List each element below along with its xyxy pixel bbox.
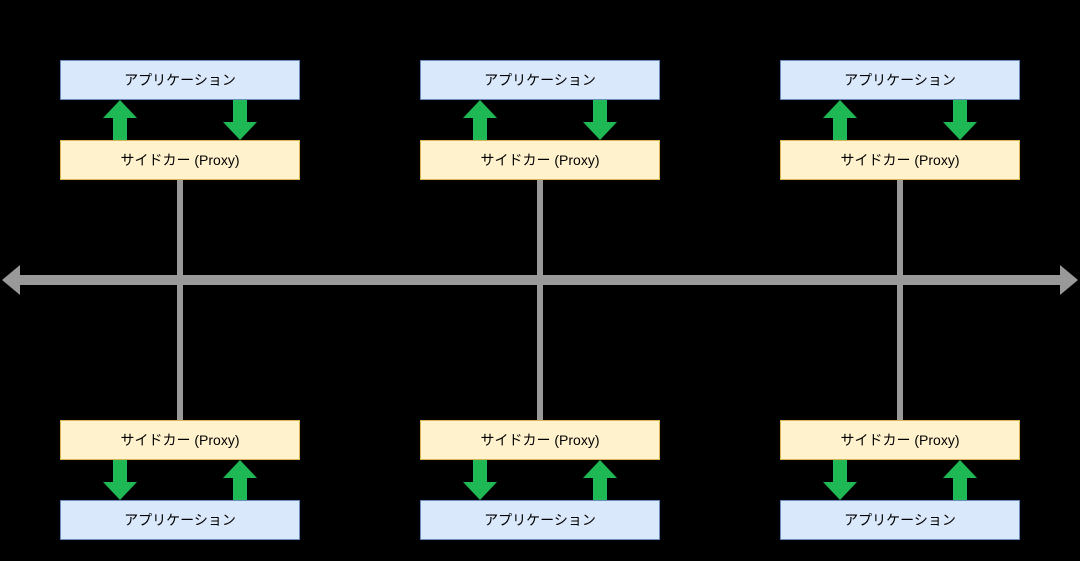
application-box: アプリケーション xyxy=(60,60,300,100)
application-box: アプリケーション xyxy=(60,500,300,540)
sidecar-bus-connector xyxy=(897,180,903,420)
service-cluster: アプリケーション サイドカー (Proxy) xyxy=(420,60,660,180)
service-cluster: サイドカー (Proxy) アプリケーション xyxy=(60,420,300,540)
sidecar-proxy-box: サイドカー (Proxy) xyxy=(780,420,1020,460)
service-cluster: アプリケーション サイドカー (Proxy) xyxy=(780,60,1020,180)
down-arrow-icon xyxy=(223,100,257,140)
sidecar-proxy-box: サイドカー (Proxy) xyxy=(420,140,660,180)
down-arrow-icon xyxy=(103,460,137,500)
service-cluster: アプリケーション サイドカー (Proxy) xyxy=(60,60,300,180)
sidecar-proxy-box: サイドカー (Proxy) xyxy=(60,420,300,460)
bus-arrowhead-right-icon xyxy=(1060,265,1078,295)
up-arrow-icon xyxy=(823,100,857,140)
up-arrow-icon xyxy=(463,100,497,140)
sidecar-bus-connector xyxy=(177,180,183,420)
application-box: アプリケーション xyxy=(780,60,1020,100)
application-box: アプリケーション xyxy=(780,500,1020,540)
up-arrow-icon xyxy=(583,460,617,500)
sidecar-proxy-box: サイドカー (Proxy) xyxy=(420,420,660,460)
service-cluster: サイドカー (Proxy) アプリケーション xyxy=(780,420,1020,540)
up-arrow-icon xyxy=(943,460,977,500)
application-box: アプリケーション xyxy=(420,60,660,100)
sidecar-proxy-box: サイドカー (Proxy) xyxy=(60,140,300,180)
sidecar-bus-connector xyxy=(537,180,543,420)
up-arrow-icon xyxy=(223,460,257,500)
up-arrow-icon xyxy=(103,100,137,140)
application-box: アプリケーション xyxy=(420,500,660,540)
down-arrow-icon xyxy=(583,100,617,140)
service-cluster: サイドカー (Proxy) アプリケーション xyxy=(420,420,660,540)
down-arrow-icon xyxy=(823,460,857,500)
sidecar-proxy-box: サイドカー (Proxy) xyxy=(780,140,1020,180)
bus-arrowhead-left-icon xyxy=(2,265,20,295)
down-arrow-icon xyxy=(463,460,497,500)
down-arrow-icon xyxy=(943,100,977,140)
